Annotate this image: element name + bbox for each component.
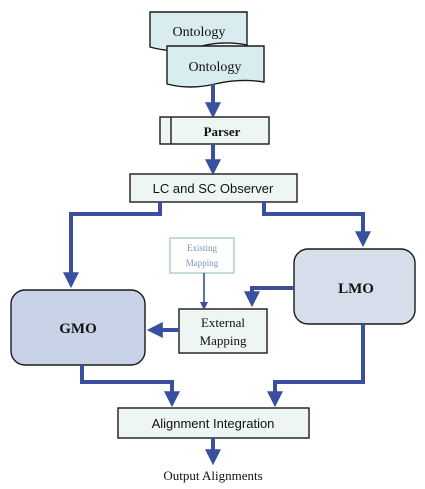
lmo-box: LMO	[293, 248, 416, 325]
arrow-observer-to-lmo	[262, 202, 371, 248]
alignment-integration-label: Alignment Integration	[152, 416, 275, 431]
connectors	[63, 84, 371, 466]
ontology-document-front: Ontology	[166, 45, 265, 88]
ontology-front-label: Ontology	[189, 60, 242, 75]
lmo-label: LMO	[338, 281, 374, 297]
existing-mapping-label-line2: Mapping	[186, 258, 219, 268]
gmo-box: GMO	[10, 289, 146, 366]
parser-box: Parser	[159, 116, 270, 145]
ontology-back-label: Ontology	[173, 25, 226, 40]
observer-label: LC and SC Observer	[153, 181, 274, 196]
arrow-lmo-to-external-mapping	[244, 286, 294, 308]
arrow-lmo-to-alignment	[267, 324, 365, 408]
arrow-observer-to-gmo	[63, 202, 162, 289]
external-mapping-label-line1: External	[201, 315, 245, 330]
arrow-gmo-to-alignment	[80, 365, 180, 408]
ontology-document-back: Ontology	[149, 11, 248, 52]
existing-mapping-label-line1: Existing	[187, 243, 218, 253]
gmo-label: GMO	[59, 321, 97, 337]
output-alignments-label: Output Alignments	[163, 468, 262, 483]
alignment-integration-box: Alignment Integration	[117, 407, 310, 439]
parser-label: Parser	[204, 124, 241, 139]
existing-mapping-box: Existing Mapping	[169, 237, 235, 274]
observer-box: LC and SC Observer	[129, 173, 298, 203]
external-mapping-label-line2: Mapping	[200, 333, 247, 348]
external-mapping-box: External Mapping	[178, 308, 268, 354]
